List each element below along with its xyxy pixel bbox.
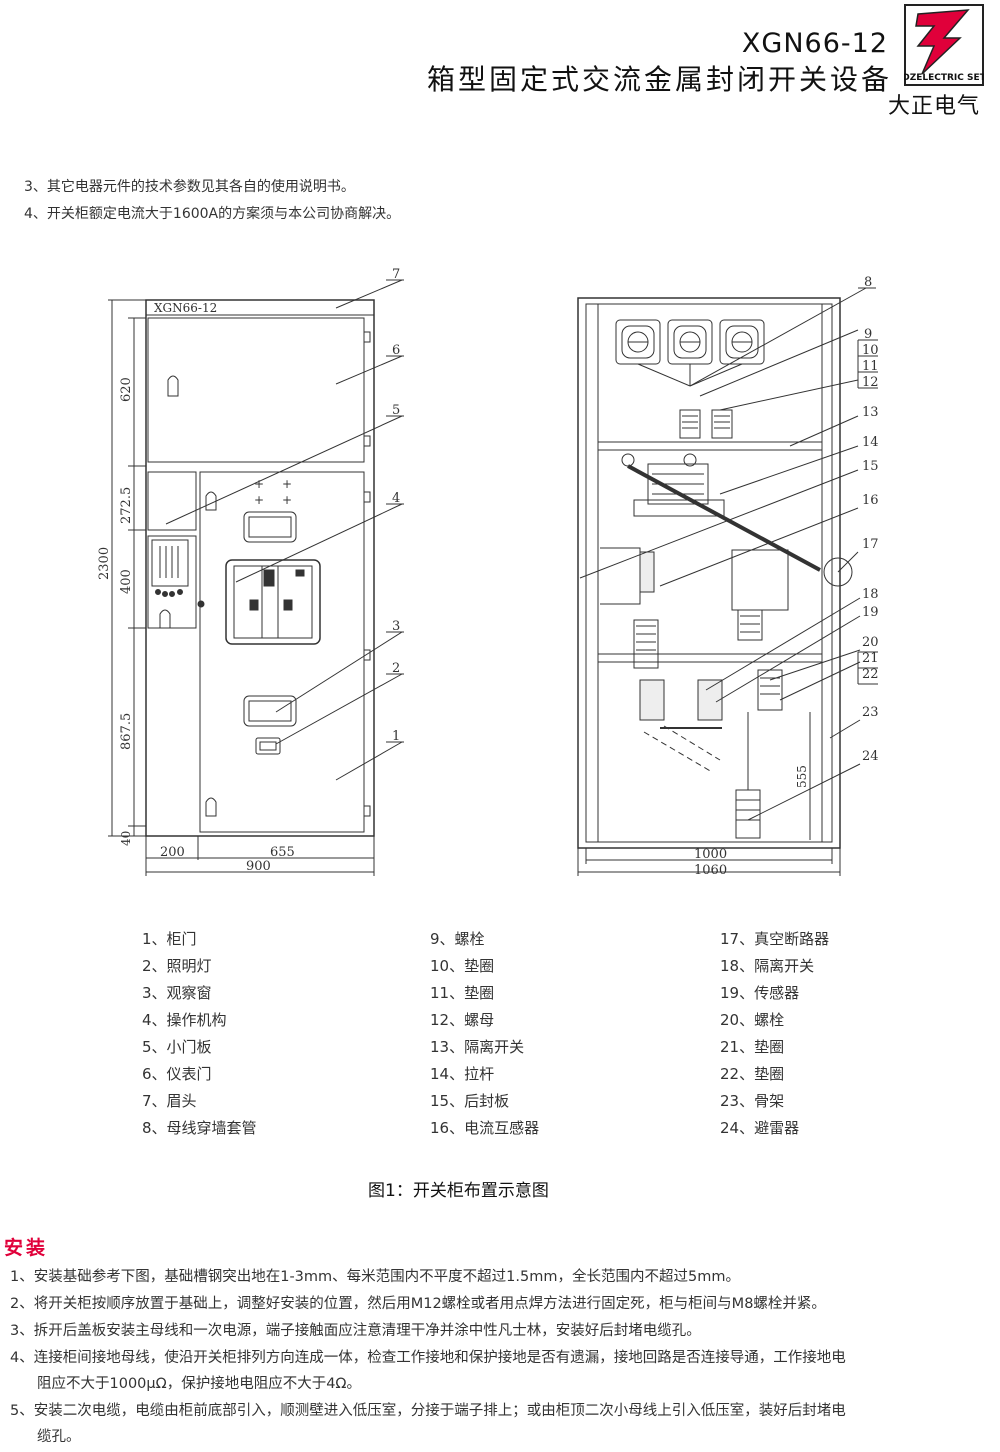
logo-text: DZELECTRIC SET: [904, 73, 984, 83]
note-4: 4、开关柜额定电流大于1600A的方案须与本公司协商解决。: [24, 206, 401, 222]
install-item-text-cont: 缆孔。: [37, 1429, 81, 1445]
legend-item: 14、拉杆: [430, 1065, 495, 1083]
switchgear-drawing: XGN66-12 + + + +: [97, 267, 879, 878]
legend-item: 22、垫圈: [720, 1065, 785, 1083]
callout-4: 4: [392, 491, 400, 506]
callout-1: 1: [392, 729, 400, 744]
install-item-1: 1、安装基础参考下图，基础槽钢突出地在1-3mm、每米范围内不平度不超过1.5m…: [10, 1264, 995, 1290]
callout-14: 14: [862, 435, 879, 450]
callout-8: 8: [864, 275, 872, 290]
dim-655: 655: [270, 845, 295, 860]
callout-9: 9: [864, 327, 872, 342]
callout-12: 12: [862, 375, 879, 390]
legend-item: 21、垫圈: [720, 1038, 785, 1056]
legend-item: 23、骨架: [720, 1092, 785, 1110]
dim-40: 40: [119, 831, 133, 846]
legend-item: 2、照明灯: [142, 957, 212, 975]
front-view: XGN66-12 + + + +: [97, 267, 404, 876]
dim-620: 620: [119, 377, 134, 402]
callout-15: 15: [862, 459, 879, 474]
dim-555: 555: [795, 765, 809, 788]
svg-text:+: +: [282, 493, 292, 507]
dim-900: 900: [246, 859, 271, 874]
legend-item: 13、隔离开关: [430, 1038, 525, 1056]
callout-7: 7: [392, 267, 400, 282]
install-item-4: 4、连接柜间接地母线，使沿开关柜排列方向连成一体，检查工作接地和保护接地是否有遗…: [10, 1345, 995, 1397]
legend-item: 3、观察窗: [142, 984, 212, 1002]
dim-400: 400: [119, 569, 134, 594]
note-3: 3、其它电器元件的技术参数见其各自的使用说明书。: [24, 179, 355, 195]
lightning-logo-icon: DZELECTRIC SET: [902, 4, 987, 86]
svg-text:+: +: [254, 493, 264, 507]
install-item-text: 1、安装基础参考下图，基础槽钢突出地在1-3mm、每米范围内不平度不超过1.5m…: [10, 1269, 740, 1285]
callout-18: 18: [862, 587, 879, 602]
legend-column-3: 17、真空断路器 18、隔离开关 19、传感器 20、螺栓 21、垫圈 22、垫…: [720, 926, 829, 1142]
model-number: XGN66-12: [741, 28, 888, 59]
callout-13: 13: [862, 405, 879, 420]
nameplate-label: XGN66-12: [154, 301, 217, 315]
callout-23: 23: [862, 705, 879, 720]
legend-item: 5、小门板: [142, 1038, 212, 1056]
legend-item: 19、传感器: [720, 984, 800, 1002]
legend-item: 8、母线穿墙套管: [142, 1119, 257, 1137]
install-item-text: 3、拆开后盖板安装主母线和一次电源，端子接触面应注意清理干净并涂中性凡士林，安装…: [10, 1323, 701, 1339]
legend-item: 11、垫圈: [430, 984, 495, 1002]
callout-11: 11: [862, 359, 879, 374]
callout-22: 22: [862, 667, 879, 682]
callout-21: 21: [862, 651, 879, 666]
dim-total-height: 2300: [97, 547, 112, 580]
svg-text:+: +: [254, 477, 264, 491]
install-item-3: 3、拆开后盖板安装主母线和一次电源，端子接触面应注意清理干净并涂中性凡士林，安装…: [10, 1318, 995, 1344]
callout-16: 16: [862, 493, 879, 508]
install-item-text: 2、将开关柜按顺序放置于基础上，调整好安装的位置，然后用M12螺栓或者用点焊方法…: [10, 1296, 826, 1312]
callout-24: 24: [862, 749, 879, 764]
dim-200: 200: [160, 845, 185, 860]
legend-item: 7、眉头: [142, 1092, 197, 1110]
legend-column-2: 9、螺栓 10、垫圈 11、垫圈 12、螺母 13、隔离开关 14、拉杆 15、…: [430, 926, 539, 1142]
legend-item: 18、隔离开关: [720, 957, 815, 975]
svg-text:+: +: [282, 477, 292, 491]
dim-272: 272.5: [119, 487, 134, 524]
install-item-2: 2、将开关柜按顺序放置于基础上，调整好安装的位置，然后用M12螺栓或者用点焊方法…: [10, 1291, 995, 1317]
dim-1060: 1060: [694, 863, 727, 878]
legend-item: 9、螺栓: [430, 930, 485, 948]
legend-item: 10、垫圈: [430, 957, 495, 975]
legend-item: 4、操作机构: [142, 1011, 227, 1029]
figure-caption: 图1：开关柜布置示意图: [368, 1181, 549, 1201]
legend-item: 1、柜门: [142, 930, 197, 948]
callout-20: 20: [862, 635, 879, 650]
callout-17: 17: [862, 537, 879, 552]
callout-5: 5: [392, 403, 400, 418]
legend-item: 12、螺母: [430, 1011, 495, 1029]
company-logo: DZELECTRIC SET: [902, 4, 987, 86]
callout-19: 19: [862, 605, 879, 620]
legend-item: 20、螺栓: [720, 1011, 785, 1029]
install-heading: 安装: [4, 1237, 49, 1259]
legend-item: 17、真空断路器: [720, 930, 830, 948]
dim-867: 867.5: [119, 713, 134, 750]
brand-name: 大正电气: [888, 94, 981, 119]
page-title: 箱型固定式交流金属封闭开关设备: [426, 63, 892, 96]
legend-item: 15、后封板: [430, 1092, 510, 1110]
callout-10: 10: [862, 343, 879, 358]
legend-column-1: 1、柜门 2、照明灯 3、观察窗 4、操作机构 5、小门板 6、仪表门 7、眉头…: [142, 926, 257, 1142]
legend-item: 16、电流互感器: [430, 1119, 540, 1137]
legend-item: 6、仪表门: [142, 1065, 212, 1083]
install-item-text-cont: 阻应不大于1000μΩ，保护接地电阻应不大于4Ω。: [37, 1376, 362, 1392]
side-view: 1000 1060 555 8 9 10 11 12 13 14 15 16 1…: [577, 275, 879, 878]
install-item-text: 4、连接柜间接地母线，使沿开关柜排列方向连成一体，检查工作接地和保护接地是否有遗…: [10, 1350, 846, 1366]
callout-6: 6: [392, 343, 400, 358]
install-item-5: 5、安装二次电缆，电缆由柜前底部引入，顺测壁进入低压室，分接于端子排上；或由柜顶…: [10, 1398, 995, 1450]
legend-item: 24、避雷器: [720, 1119, 800, 1137]
callout-3: 3: [392, 619, 400, 634]
callout-2: 2: [392, 661, 400, 676]
install-item-text: 5、安装二次电缆，电缆由柜前底部引入，顺测壁进入低压室，分接于端子排上；或由柜顶…: [10, 1403, 846, 1419]
dim-1000: 1000: [694, 847, 727, 862]
